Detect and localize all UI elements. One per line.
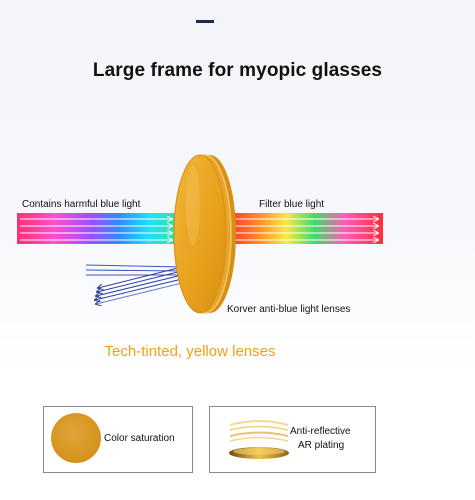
- lens-icon: [173, 154, 236, 314]
- top-accent-bar: [196, 20, 214, 23]
- page-title: Large frame for myopic glasses: [92, 60, 383, 81]
- harmful-light-label: Contains harmful blue light: [22, 199, 141, 210]
- anti-reflective-label: Anti-reflective: [290, 426, 351, 437]
- color-saturation-card: Color saturation: [43, 406, 193, 473]
- reflected-blue-rays: [85, 264, 183, 304]
- ar-plating-label: AR plating: [298, 440, 345, 451]
- korver-lens-label: Korver anti-blue light lenses: [227, 304, 351, 315]
- incoming-light-beam: [17, 213, 182, 244]
- ar-coating-icon: [229, 420, 289, 459]
- filtered-light-beam: [231, 213, 383, 244]
- color-saturation-label: Color saturation: [104, 433, 175, 444]
- lens-subtitle: Tech-tinted, yellow lenses: [104, 343, 276, 360]
- filter-light-label: Filter blue light: [259, 199, 325, 210]
- color-swatch-icon: [51, 413, 101, 463]
- ar-plating-card: Anti-reflective AR plating: [209, 406, 376, 473]
